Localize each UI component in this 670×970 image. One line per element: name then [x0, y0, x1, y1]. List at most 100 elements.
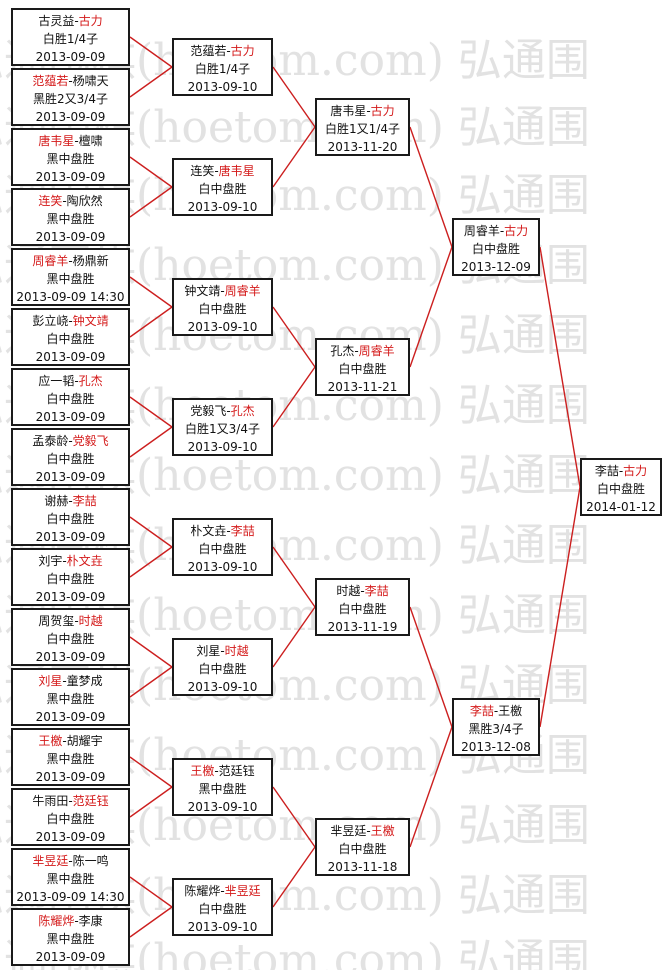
players-separator: -: [366, 824, 371, 838]
player-white: 孔杰: [78, 374, 103, 388]
player-white: 古力: [370, 104, 395, 118]
bracket-connector: [129, 666, 173, 698]
match-players: 彭立峣-钟文靖: [13, 312, 128, 330]
players-separator: -: [62, 554, 67, 568]
bracket-connector: [129, 426, 173, 458]
match-players: 李喆-古力: [582, 462, 660, 480]
player-white: 童梦成: [66, 674, 103, 688]
bracket-connector: [272, 306, 316, 368]
player-white: 杨啸天: [72, 74, 109, 88]
bracket-connector: [409, 126, 453, 248]
match-players: 连笑-唐韦星: [174, 162, 271, 180]
players-separator: -: [220, 644, 225, 658]
player-black: 陈耀烨: [38, 914, 75, 928]
players-separator: -: [68, 794, 73, 808]
match-date: 2013-11-20: [327, 140, 398, 154]
match-result: 白中盘胜: [46, 332, 95, 346]
match-players: 孔杰-周睿羊: [317, 342, 408, 360]
bracket-connector: [272, 606, 316, 668]
match-date: 2013-09-10: [187, 80, 258, 94]
players-separator: -: [74, 914, 79, 928]
match-date: 2013-09-09: [35, 530, 106, 544]
player-black: 时越: [336, 584, 361, 598]
player-white: 周睿羊: [224, 284, 261, 298]
match-result: 白胜1又1/4子: [325, 122, 400, 136]
bracket-connector: [129, 186, 173, 218]
match-result: 白胜1/4子: [42, 32, 99, 46]
bracket-connector: [272, 846, 316, 908]
bracket-connector: [272, 546, 316, 608]
bracket-connector: [129, 36, 173, 68]
match-result: 黑中盘胜: [46, 152, 95, 166]
players-separator: -: [354, 344, 359, 358]
player-black: 范蕴若: [190, 44, 227, 58]
match-result: 白中盘胜: [198, 302, 247, 316]
player-white: 朴文垚: [66, 554, 103, 568]
match-result: 黑中盘胜: [46, 872, 95, 886]
players-separator: -: [214, 164, 219, 178]
match-date: 2013-09-09: [35, 770, 106, 784]
players-separator: -: [62, 734, 67, 748]
match-result: 白中盘胜: [46, 512, 95, 526]
match-result: 白中盘胜: [338, 842, 387, 856]
match-result: 黑中盘胜: [46, 752, 95, 766]
player-white: 檀啸: [78, 134, 103, 148]
match-result: 白中盘胜: [198, 662, 247, 676]
match-players: 钟文靖-周睿羊: [174, 282, 271, 300]
player-white: 李喆: [364, 584, 389, 598]
match-result: 白中盘胜: [596, 482, 645, 496]
match-players: 陈耀烨-李康: [13, 912, 128, 930]
match-date: 2013-11-19: [327, 620, 398, 634]
match-players: 应一韬-孔杰: [13, 372, 128, 390]
player-black: 唐韦星: [38, 134, 75, 148]
players-separator: -: [499, 224, 505, 238]
match-result: 白中盘胜: [471, 242, 520, 256]
match-result: 白中盘胜: [46, 452, 95, 466]
players-separator: -: [68, 74, 73, 88]
match-players: 周睿羊-古力: [454, 222, 538, 240]
match-date: 2013-09-09: [35, 590, 106, 604]
players-separator: -: [68, 434, 73, 448]
player-black: 刘星: [38, 674, 63, 688]
match-result: 白中盘胜: [46, 572, 95, 586]
player-black: 连笑: [38, 194, 63, 208]
player-white: 范廷钰: [218, 764, 255, 778]
player-white: 古力: [78, 14, 103, 28]
match-players: 唐韦星-檀啸: [13, 132, 128, 150]
bracket-connector: [129, 906, 173, 938]
match-players: 时越-李喆: [317, 582, 408, 600]
players-separator: -: [74, 134, 79, 148]
bracket-connector: [409, 606, 453, 728]
player-black: 芈昱廷: [32, 854, 69, 868]
match-date: 2013-09-09: [35, 710, 106, 724]
match-date: 2013-09-09: [35, 830, 106, 844]
match-result: 黑中盘胜: [46, 932, 95, 946]
players-separator: -: [214, 764, 219, 778]
player-black: 芈昱廷: [330, 824, 367, 838]
match-result: 黑中盘胜: [198, 782, 247, 796]
match-players: 古灵益-古力: [13, 12, 128, 30]
player-white: 钟文靖: [72, 314, 109, 328]
players-separator: -: [62, 674, 67, 688]
match-players: 陈耀烨-芈昱廷: [174, 882, 271, 900]
match-players: 孟泰龄-党毅飞: [13, 432, 128, 450]
player-black: 钟文靖: [184, 284, 221, 298]
match-players: 范蕴若-古力: [174, 42, 271, 60]
